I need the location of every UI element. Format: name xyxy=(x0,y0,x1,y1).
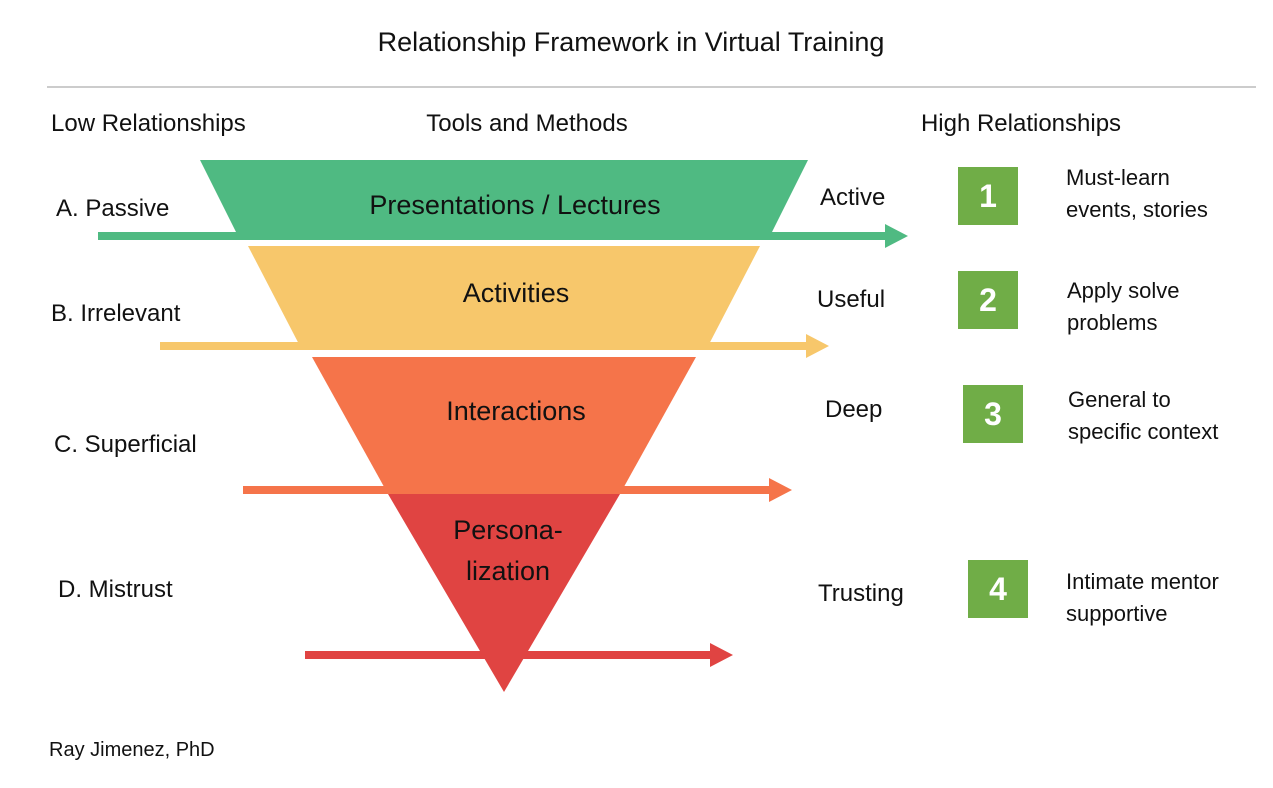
description-2: Apply solve problems xyxy=(1067,275,1180,339)
arrow-superficial-to-deep xyxy=(243,478,792,502)
high-label-useful: Useful xyxy=(817,286,886,313)
description-4: Intimate mentor supportive xyxy=(1066,566,1219,630)
number-badge-1: 1 xyxy=(958,167,1018,225)
description-4-line-1: Intimate mentor xyxy=(1066,569,1219,594)
low-label-irrelevant: B. Irrelevant xyxy=(51,300,181,327)
funnel-level-activities xyxy=(248,246,760,350)
number-badge-4: 4 xyxy=(968,560,1028,618)
header-low-relationships: Low Relationships xyxy=(51,110,246,137)
number-badge-3: 3 xyxy=(963,385,1023,443)
header-tools-methods: Tools and Methods xyxy=(426,110,628,137)
high-label-trusting: Trusting xyxy=(818,580,904,607)
description-4-line-2: supportive xyxy=(1066,601,1168,626)
page-title: Relationship Framework in Virtual Traini… xyxy=(377,27,885,57)
tool-label-personalization-1: Persona- xyxy=(453,515,563,545)
author-credit: Ray Jimenez, PhD xyxy=(49,739,215,761)
tool-label-personalization-2: lization xyxy=(465,556,551,586)
description-2-line-1: Apply solve xyxy=(1067,278,1180,303)
high-label-active: Active xyxy=(820,184,886,211)
low-label-passive: A. Passive xyxy=(56,195,170,222)
description-2-line-2: problems xyxy=(1067,310,1158,335)
tool-label-activities: Activities xyxy=(462,278,570,308)
funnel-level-interactions xyxy=(312,357,696,494)
description-3: General to specific context xyxy=(1068,384,1218,448)
description-1: Must-learn events, stories xyxy=(1066,162,1208,226)
description-3-line-1: General to xyxy=(1068,387,1171,412)
arrow-mistrust-to-trusting xyxy=(305,643,733,667)
low-label-superficial: C. Superficial xyxy=(54,431,197,458)
high-label-deep: Deep xyxy=(825,396,883,423)
funnel-level-presentations xyxy=(200,160,808,240)
tool-label-interactions: Interactions xyxy=(446,396,586,426)
low-label-mistrust: D. Mistrust xyxy=(58,576,173,603)
header-high-relationships: High Relationships xyxy=(920,110,1122,137)
description-1-line-1: Must-learn xyxy=(1066,165,1170,190)
arrow-passive-to-active xyxy=(98,224,908,248)
description-3-line-2: specific context xyxy=(1068,419,1219,444)
arrow-irrelevant-to-useful xyxy=(160,334,829,358)
number-badge-2: 2 xyxy=(958,271,1018,329)
description-1-line-2: events, stories xyxy=(1066,197,1208,222)
tool-label-presentations: Presentations / Lectures xyxy=(369,190,661,220)
funnel-level-personalization xyxy=(388,494,620,692)
